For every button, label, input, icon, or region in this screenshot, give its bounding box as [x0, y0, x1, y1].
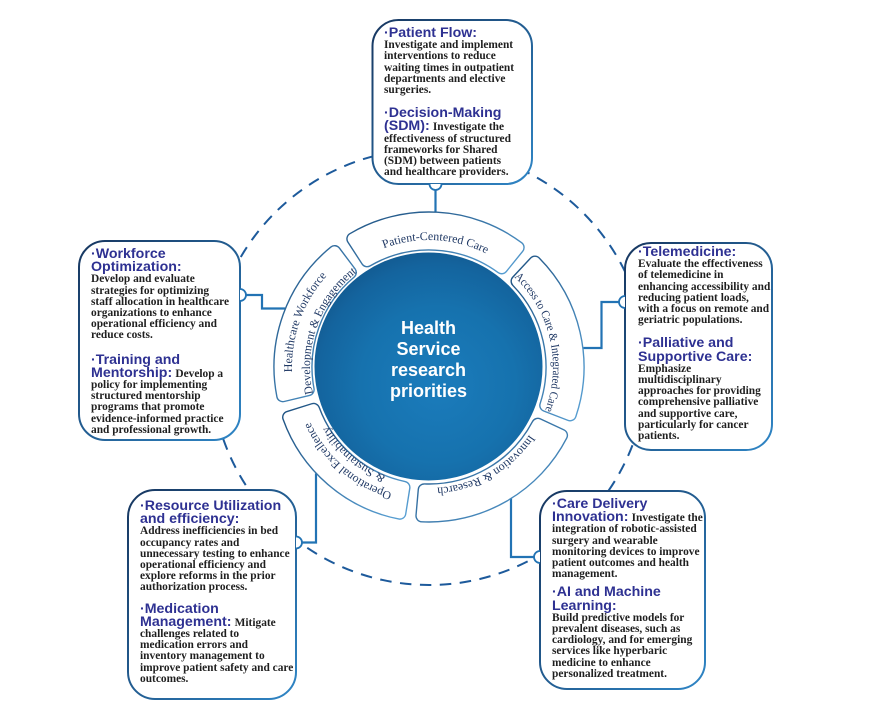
svg-text:priorities: priorities [390, 381, 467, 401]
svg-text:Service: Service [396, 339, 460, 359]
svg-text:Health: Health [401, 318, 456, 338]
svg-text:research: research [391, 360, 466, 380]
